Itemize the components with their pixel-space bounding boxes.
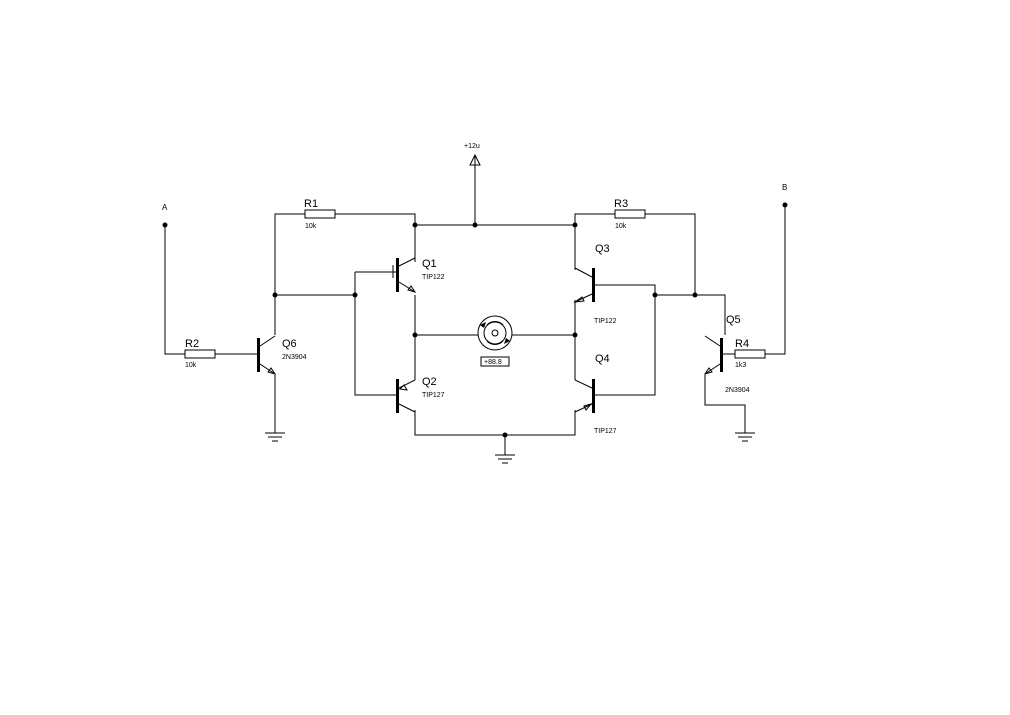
resistor-r1-ref: R1 [304,198,318,210]
wires [164,155,786,455]
terminal-b-dot [782,202,788,208]
transistor-q4-ref: Q4 [595,353,610,365]
resistor-r3: R3 10k [614,198,646,230]
resistor-r3-ref: R3 [614,198,628,210]
transistor-q6-ref: Q6 [282,338,297,350]
transistor-q6-part: 2N3904 [282,354,307,361]
terminal-b-label: B [782,183,787,192]
transistor-q2-part: TIP127 [422,392,445,399]
transistor-q4-part: TIP127 [594,428,617,435]
transistor-q2-ref: Q2 [422,376,437,388]
resistor-r1-value: 10k [305,223,317,230]
resistor-r4-value: 1k3 [735,362,746,369]
transistor-q1-ref: Q1 [422,258,437,270]
terminal-a-label: A [162,203,168,212]
resistor-r2-ref: R2 [185,338,199,350]
transistor-q1-part: TIP122 [422,274,445,281]
resistor-r3-value: 10k [615,223,627,230]
junction-dot [412,222,418,228]
junction-dot [652,292,658,298]
transistor-q3-ref: Q3 [595,243,610,255]
transistor-q5-ref: Q5 [726,314,741,326]
junction-dot [352,292,358,298]
junction-dot [272,292,278,298]
transistor-q5: Q5 2N3904 [703,314,750,394]
supply-arrow-icon [469,153,481,166]
transistor-q5-part: 2N3904 [725,387,750,394]
transistor-q1: Q1 TIP122 [392,257,445,293]
resistor-r4-ref: R4 [735,338,749,350]
ground-icon [735,432,755,442]
transistor-q6: Q6 2N3904 [255,335,307,375]
junction-dot [472,222,478,228]
junction-dots [162,202,788,438]
resistor-r2-value: 10k [185,362,197,369]
junction-dot [412,332,418,338]
resistor-r1: R1 10k [304,198,336,230]
transistor-q3-part: TIP122 [594,318,617,325]
ground-icon [265,432,285,442]
transistor-q3: Q3 TIP122 [573,243,617,325]
junction-dot [502,432,508,438]
terminal-a-dot [162,222,168,228]
motor-readout: +88.8 [484,359,502,366]
transistor-q4: Q4 TIP127 [574,353,617,435]
resistor-r4: R4 1k3 [734,338,766,369]
junction-dot [572,222,578,228]
transistor-q2: Q2 TIP127 [393,376,445,413]
motor-readout-box [480,356,510,367]
junction-dot [572,332,578,338]
ground-icon [495,454,515,464]
motor-icon [477,315,513,351]
resistor-r2: R2 10k [184,338,216,369]
supply-label: +12u [464,143,480,150]
junction-dot [692,292,698,298]
